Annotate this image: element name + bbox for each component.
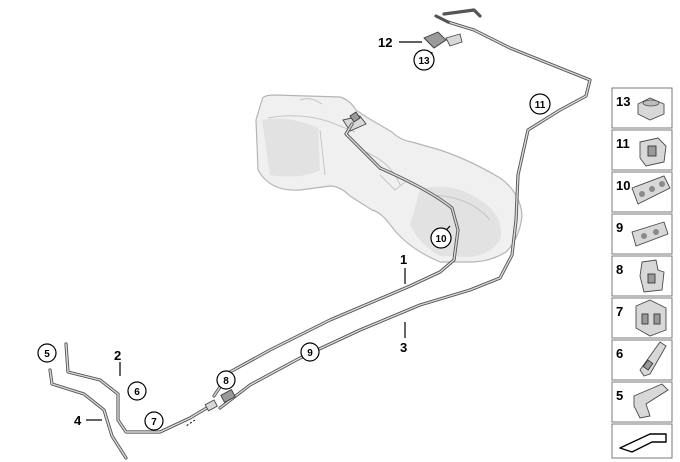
fuel-line-2 <box>64 342 212 434</box>
legend-item-11: 11 <box>611 129 673 171</box>
svg-text:9: 9 <box>616 220 623 235</box>
svg-text:11: 11 <box>616 136 630 151</box>
svg-text:7: 7 <box>151 417 157 428</box>
circled-callout-10: 10 <box>430 227 452 249</box>
circled-callout-11: 11 <box>529 93 551 115</box>
double-clip-icon <box>631 221 669 247</box>
circled-callout-6: 6 <box>127 381 147 401</box>
legend-item-10: 10 <box>611 171 673 213</box>
bracket-icon <box>633 383 669 419</box>
svg-text:9: 9 <box>307 348 313 359</box>
svg-text:6: 6 <box>616 346 623 361</box>
line-connector <box>185 389 236 427</box>
svg-text:10: 10 <box>435 234 447 245</box>
legend-item-7: 7 <box>611 297 673 339</box>
callout-1: 1 <box>400 252 407 267</box>
arrow-icon <box>619 433 667 453</box>
legend-item-13: 13 <box>611 87 673 129</box>
circled-callout-9: 9 <box>300 342 320 362</box>
legend-item-6: 6 <box>611 339 673 381</box>
circled-callout-8: 8 <box>216 370 236 390</box>
legend-item-9: 9 <box>611 213 673 255</box>
top-connector <box>423 31 463 58</box>
svg-text:6: 6 <box>134 387 140 398</box>
legend-item-8: 8 <box>611 255 673 297</box>
callout-2: 2 <box>114 348 121 363</box>
callout-4: 4 <box>74 413 82 428</box>
holder-icon <box>635 299 667 337</box>
svg-text:10: 10 <box>616 178 630 193</box>
svg-text:8: 8 <box>616 262 623 277</box>
fuel-line-4 <box>48 368 128 460</box>
legend-arrow-box <box>611 423 673 459</box>
svg-text:8: 8 <box>223 376 229 387</box>
svg-text:13: 13 <box>616 94 630 109</box>
callout-3: 3 <box>400 340 407 355</box>
svg-text:7: 7 <box>616 304 623 319</box>
svg-text:5: 5 <box>616 388 623 403</box>
callout-12: 12 <box>378 35 392 50</box>
svg-text:11: 11 <box>535 100 546 111</box>
svg-text:5: 5 <box>44 349 50 360</box>
legend-item-5: 5 <box>611 381 673 423</box>
parts-legend: 13 11 10 9 <box>611 87 673 459</box>
svg-text:13: 13 <box>418 56 430 67</box>
fuel-line-1 <box>212 122 460 398</box>
fuel-tank <box>255 94 523 263</box>
circled-callout-7: 7 <box>144 411 164 431</box>
circled-callout-13: 13 <box>413 49 435 71</box>
fuel-line-3 <box>218 8 592 410</box>
circled-callout-5: 5 <box>37 343 57 363</box>
